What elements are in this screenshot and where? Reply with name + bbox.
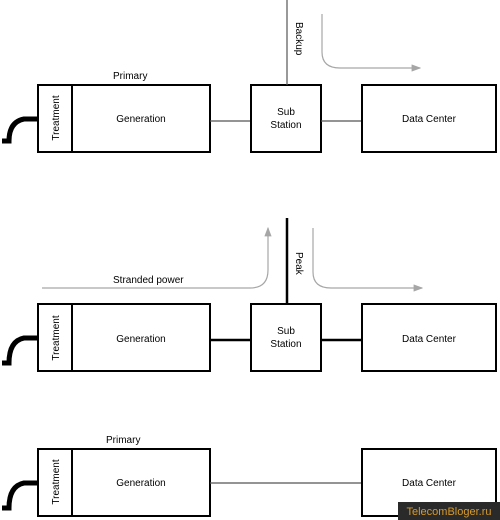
datacenter-label: Data Center [402, 114, 457, 125]
generation-box [71, 448, 211, 517]
primary-label: Primary [113, 71, 147, 82]
peak-label: Peak [293, 252, 304, 276]
watermark-background [398, 502, 500, 520]
generation-box [71, 84, 211, 153]
substation-label-line1: Sub [277, 107, 295, 118]
substation-box [250, 303, 322, 372]
generation-box [71, 303, 211, 372]
scenario-stranded-peak: Stranded power Peak Treatment Generation… [2, 218, 497, 372]
treatment-label: Treatment [51, 459, 62, 504]
supply-pipe [2, 116, 40, 144]
backup-arrow [321, 14, 422, 72]
datacenter-box [361, 84, 497, 153]
treatment-box [37, 84, 73, 153]
peak-arrow [312, 228, 424, 292]
supply-pipe [2, 480, 40, 511]
primary-label: Primary [106, 435, 140, 446]
datacenter-label: Data Center [402, 334, 457, 345]
watermark-text: TelecomBloger.ru [407, 506, 492, 518]
generation-label: Generation [116, 114, 165, 125]
supply-pipe [2, 335, 40, 366]
stranded-power-label: Stranded power [113, 275, 184, 286]
datacenter-label: Data Center [402, 478, 457, 489]
stranded-power-arrow [42, 226, 272, 289]
substation-label-line1: Sub [277, 326, 295, 337]
generation-label: Generation [116, 334, 165, 345]
generation-label: Generation [116, 478, 165, 489]
watermark: TelecomBloger.ru [398, 502, 500, 520]
datacenter-box [361, 303, 497, 372]
scenario-primary-backup: Treatment Generation Primary Sub Station… [2, 0, 497, 153]
treatment-label: Treatment [51, 315, 62, 360]
treatment-label: Treatment [51, 95, 62, 140]
backup-label: Backup [293, 22, 304, 56]
substation-label-line2: Station [270, 339, 301, 350]
substation-label-line2: Station [270, 120, 301, 131]
substation-box [250, 84, 322, 153]
